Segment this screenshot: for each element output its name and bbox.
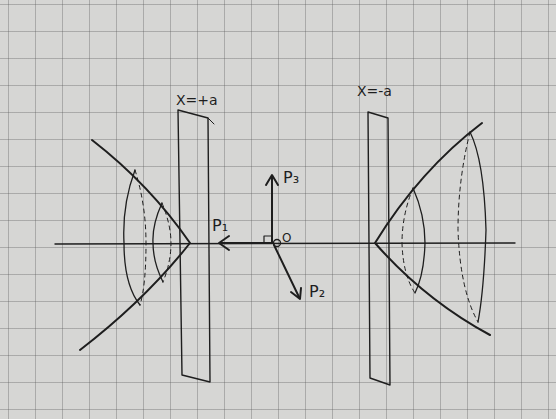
axis-label: X=-a: [357, 84, 392, 98]
basis-vectors: [219, 175, 301, 299]
plane-edge: [208, 118, 214, 124]
axis-label: P₁: [212, 218, 228, 234]
hyperboloid-sheet: [375, 123, 490, 335]
axis-label: X=+a: [176, 93, 218, 107]
hyperboloid-sheet: [80, 140, 190, 350]
axis-label: P₂: [309, 284, 325, 300]
plane: [178, 110, 210, 382]
axis-label: O: [282, 232, 291, 244]
axis-label: P₃: [283, 170, 299, 186]
